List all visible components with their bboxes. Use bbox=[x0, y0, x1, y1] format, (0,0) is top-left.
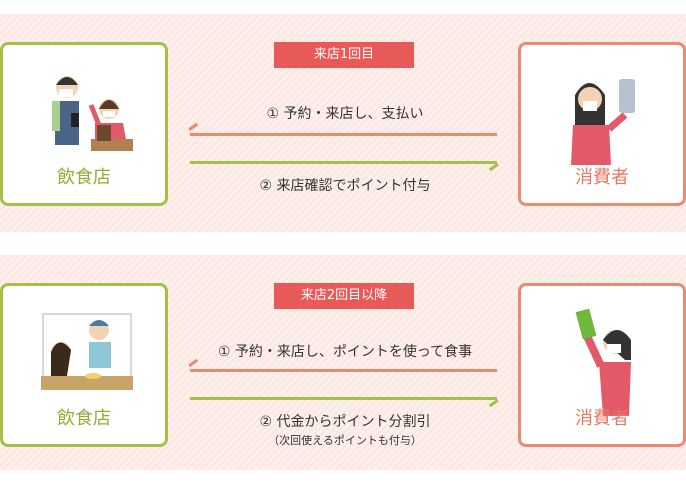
consumer-with-phone-illustration bbox=[571, 79, 635, 165]
restaurant-label: 飲食店 bbox=[57, 167, 111, 188]
arrow-to-consumer bbox=[190, 397, 497, 400]
restaurant-box: 飲食店 bbox=[0, 42, 168, 206]
restaurant-label: 飲食店 bbox=[57, 408, 111, 429]
first-visit-badge: 来店1回目 bbox=[274, 42, 414, 68]
repeat-visit-step1: ① 予約・来店し、ポイントを使って食事 bbox=[217, 344, 473, 360]
arrow-to-consumer bbox=[190, 161, 497, 164]
dining-customers-illustration bbox=[41, 313, 133, 390]
staff-and-customer-illustration bbox=[52, 76, 133, 151]
consumer-with-ticket-illustration bbox=[575, 308, 631, 416]
consumer-box: 消費者 bbox=[518, 42, 686, 206]
consumer-label: 消費者 bbox=[575, 408, 629, 429]
repeat-visit-step2-note: （次回使えるポイントも付与） bbox=[268, 434, 422, 447]
first-visit-step2: ② 来店確認でポイント付与 bbox=[259, 178, 431, 194]
repeat-visit-badge: 来店2回目以降 bbox=[274, 283, 414, 309]
restaurant-box: 飲食店 bbox=[0, 283, 168, 447]
arrow-to-restaurant bbox=[190, 369, 497, 372]
consumer-box: 消費者 bbox=[518, 283, 686, 447]
first-visit-step1: ① 予約・来店し、支払い bbox=[266, 106, 424, 122]
consumer-label: 消費者 bbox=[575, 167, 629, 188]
arrow-to-restaurant bbox=[190, 133, 497, 136]
repeat-visit-step2: ② 代金からポイント分割引 bbox=[259, 414, 431, 430]
